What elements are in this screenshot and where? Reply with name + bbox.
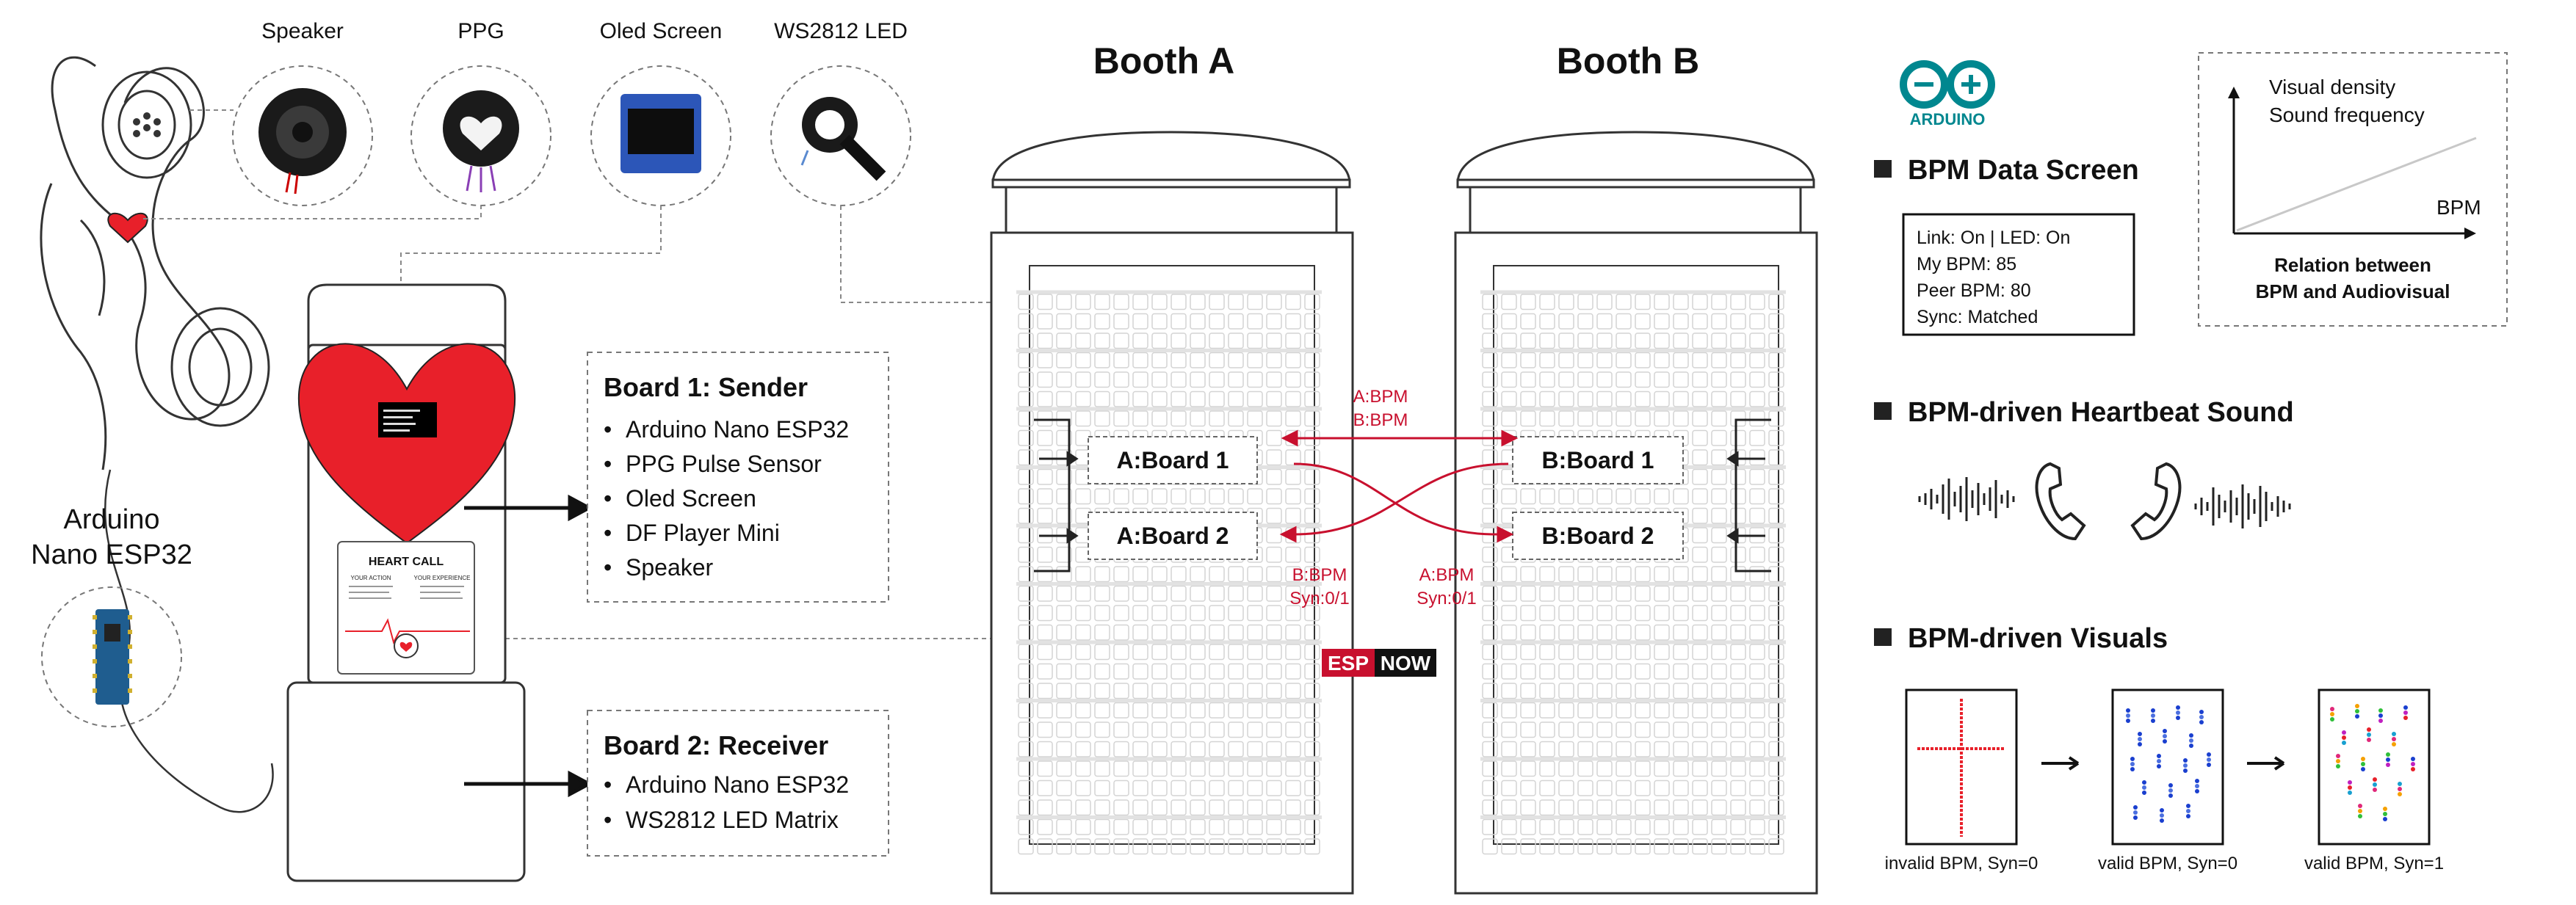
card-title: HEART CALL [369, 556, 444, 568]
svg-text:•: • [604, 554, 612, 581]
board1-item: Arduino Nano ESP32 [626, 416, 849, 443]
section-visuals-title: BPM-driven Visuals [1908, 623, 2168, 654]
board1-title: Board 1: Sender [604, 372, 808, 402]
oled-label: Oled Screen [600, 19, 723, 43]
board1-sender-box: Board 1: Sender • Arduino Nano ESP32 • PPG… [587, 352, 889, 603]
arduino-label-line2: Nano ESP32 [31, 539, 192, 570]
espnow-link-labels: A:BPM B:BPM B:BPM Syn:0/1 A:BPM Syn:0/1 [1289, 387, 1476, 608]
svg-text:•: • [604, 416, 612, 443]
a-board2-label: A:Board 2 [1117, 523, 1229, 549]
espnow-logo: ESP NOW [1322, 649, 1436, 677]
svg-text:•: • [604, 771, 612, 798]
booth-b [1454, 131, 1818, 895]
svg-text:•: • [604, 520, 612, 546]
arduino-logo-text: ARDUINO [1910, 110, 1986, 128]
sound-wave-right-icon [2194, 484, 2291, 528]
led-strip-icon [800, 97, 886, 181]
board2-title: Board 2: Receiver [604, 730, 828, 760]
board1-item: PPG Pulse Sensor [626, 451, 822, 477]
link-bottom-left-label2: Syn:0/1 [1289, 589, 1349, 608]
svg-text:•: • [604, 807, 612, 833]
svg-text:•: • [604, 485, 612, 512]
component-ppg: PPG [410, 19, 551, 206]
board-arrows [464, 494, 593, 798]
booth-a-title: Booth A [1093, 40, 1235, 81]
board1-item: DF Player Mini [626, 520, 780, 546]
visual-frame-valid-nosync [2111, 688, 2224, 846]
board2-item: Arduino Nano ESP32 [626, 771, 849, 798]
card-col-right: YOUR EXPERIENCE [414, 575, 471, 581]
espnow-now: NOW [1381, 652, 1431, 675]
relation-panel: Visual density Sound frequency BPM Relat… [2198, 52, 2508, 327]
card-pulse-line [345, 618, 470, 644]
screen-line: Peer BPM: 80 [1917, 280, 2031, 301]
visual-caption: invalid BPM, Syn=0 [1885, 854, 2038, 873]
arduino-nano-icon [95, 609, 129, 705]
link-top-label2: B:BPM [1353, 410, 1408, 430]
arduino-nano-callout: Arduino Nano ESP32 [31, 504, 192, 727]
visual-frame-invalid [1905, 688, 2018, 846]
section-bullet-icon [1874, 160, 1892, 178]
telephone-handset-illustration [40, 56, 274, 813]
link-top-label1: A:BPM [1353, 387, 1408, 407]
relation-trend-line [2236, 137, 2477, 232]
section-bullet-icon [1874, 402, 1892, 420]
board2-item: WS2812 LED Matrix [626, 807, 839, 833]
screen-line: Link: On | LED: On [1917, 228, 2070, 248]
relation-caption1: Relation between [2274, 254, 2431, 276]
component-oled: Oled Screen [590, 19, 731, 206]
a-board1-label: A:Board 1 [1117, 447, 1229, 473]
visual-caption: valid BPM, Syn=1 [2304, 854, 2444, 873]
heart-call-payphone: HEART CALL YOUR ACTION YOUR EXPERIENCE [286, 283, 526, 882]
relation-y-label1: Visual density [2269, 76, 2395, 98]
visual-caption: valid BPM, Syn=0 [2098, 854, 2237, 873]
payphone-oled-display [378, 402, 437, 437]
espnow-esp: ESP [1328, 652, 1369, 675]
board1-item: Speaker [626, 554, 714, 581]
booth-b-boards: B:Board 1 B:Board 2 [1512, 418, 1771, 573]
screen-line: My BPM: 85 [1917, 254, 2016, 275]
section-sound-title: BPM-driven Heartbeat Sound [1908, 397, 2294, 428]
phone-receiver-left-icon [2035, 462, 2086, 541]
heart-call-instruction-card: HEART CALL YOUR ACTION YOUR EXPERIENCE [337, 541, 475, 675]
arrow-right-icon [2247, 756, 2285, 771]
visual-frame-valid-sync [2318, 688, 2431, 846]
relation-caption2: BPM and Audiovisual [2256, 280, 2450, 302]
section-data-screen-title: BPM Data Screen [1908, 155, 2139, 186]
booth-a [990, 131, 1354, 895]
board1-item: Oled Screen [626, 485, 756, 512]
handset-heart-icon [107, 212, 148, 244]
espnow-links [1279, 429, 1519, 543]
arduino-logo: ARDUINO [1900, 60, 1995, 128]
component-leaders [143, 109, 1036, 639]
phone-receiver-right-icon [2130, 462, 2182, 541]
bpm-data-screen: Link: On | LED: On My BPM: 85 Peer BPM: … [1902, 213, 2135, 336]
link-bottom-left-label1: B:BPM [1292, 565, 1347, 585]
booth-a-boards: A:Board 1 A:Board 2 [1034, 418, 1258, 573]
sound-wave-left-icon [1918, 477, 2015, 521]
speaker-holes [133, 112, 161, 137]
component-speaker: Speaker [232, 19, 373, 206]
led-label: WS2812 LED [774, 19, 908, 43]
relation-x-label: BPM [2436, 196, 2481, 219]
ppg-label: PPG [457, 19, 504, 43]
board2-receiver-box: Board 2: Receiver • Arduino Nano ESP32 • W… [587, 710, 889, 857]
booth-b-title: Booth B [1557, 40, 1699, 81]
arduino-label-line1: Arduino [64, 504, 160, 535]
link-bottom-right-label1: A:BPM [1419, 565, 1475, 585]
b-board2-label: B:Board 2 [1542, 523, 1654, 549]
b-board1-label: B:Board 1 [1542, 447, 1654, 473]
speaker-label: Speaker [261, 19, 344, 43]
relation-y-label2: Sound frequency [2269, 103, 2425, 126]
link-bottom-right-label2: Syn:0/1 [1417, 589, 1476, 608]
component-led: WS2812 LED [770, 19, 911, 206]
section-bullet-icon [1874, 628, 1892, 646]
arrow-right-icon [2041, 756, 2080, 771]
svg-text:•: • [604, 451, 612, 477]
screen-line: Sync: Matched [1917, 307, 2038, 327]
card-col-left: YOUR ACTION [350, 575, 391, 581]
